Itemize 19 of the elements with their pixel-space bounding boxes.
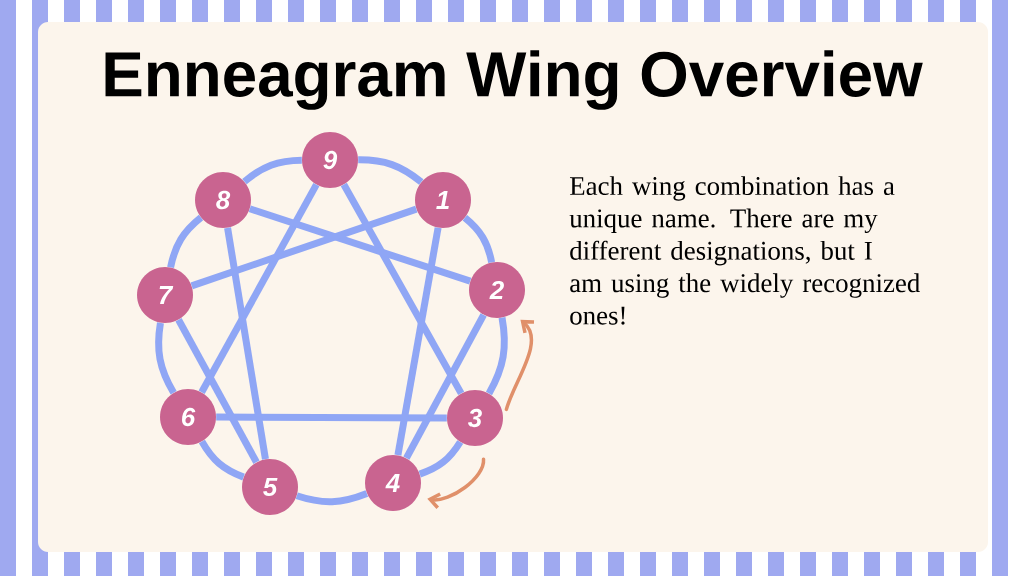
wing-arrow <box>427 457 486 509</box>
circle-arc <box>462 215 496 264</box>
connecting-line <box>175 318 260 464</box>
connecting-line <box>340 182 465 396</box>
connecting-line <box>248 205 472 285</box>
connecting-line <box>190 205 418 290</box>
connecting-line <box>224 227 269 460</box>
circle-arc <box>167 214 204 269</box>
connecting-line <box>394 227 442 456</box>
circle-arc <box>485 317 508 396</box>
wing-arrow <box>504 319 535 412</box>
title: Enneagram Wing Overview <box>105 50 923 110</box>
circle-arc <box>198 439 245 481</box>
paragraph: Each wing combination has a unique name. There are my different designations, but I am using the widely recognized ones! <box>569 176 920 325</box>
connecting-line <box>198 183 320 394</box>
circle-arc <box>155 322 177 395</box>
circle-arc <box>418 440 464 478</box>
circle-arc <box>295 490 369 506</box>
connecting-line <box>403 313 487 460</box>
